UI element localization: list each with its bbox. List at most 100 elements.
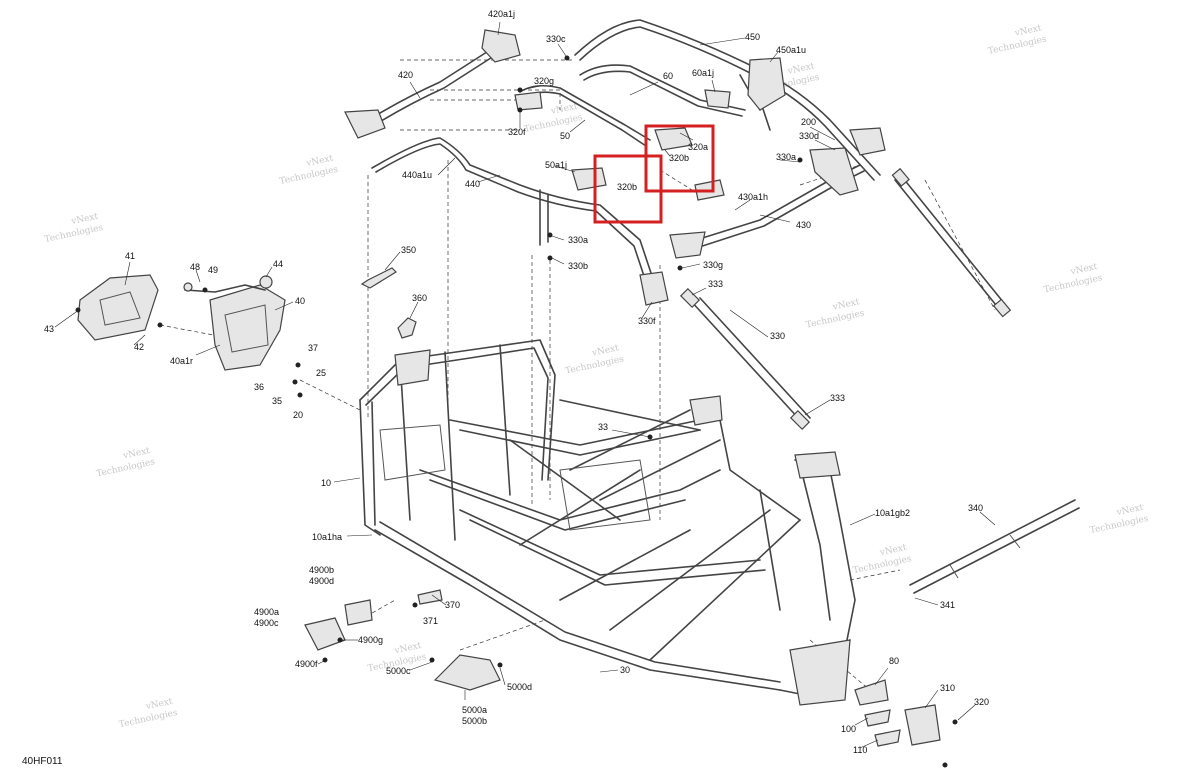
bracket-310 (904, 704, 941, 746)
label-371: 371 (423, 616, 438, 626)
bolt-330c (564, 55, 570, 61)
bolt-320f (517, 107, 523, 113)
label-49: 49 (208, 265, 218, 275)
label-330a-2: 330a (568, 235, 588, 245)
highlight-box-320b (593, 154, 663, 224)
assembly-guide-lines (159, 59, 996, 691)
bracket-370 (417, 589, 443, 605)
label-320b-2: 320b (617, 182, 637, 192)
left-bracket-assembly (77, 274, 286, 371)
bracket-4900b (344, 599, 373, 626)
label-310: 310 (940, 683, 955, 693)
label-350: 350 (401, 245, 416, 255)
bushing-44 (259, 275, 273, 289)
label-25: 25 (316, 368, 326, 378)
label-10a1ha: 10a1ha (312, 532, 342, 542)
highlight-box-320a (644, 124, 715, 193)
label-330a-1: 330a (776, 152, 796, 162)
label-330: 330 (770, 331, 785, 341)
bracket-50a1j (514, 91, 543, 111)
bracket-420 (344, 109, 386, 139)
label-110: 110 (853, 745, 867, 755)
strap-350 (360, 267, 397, 289)
label-440: 440 (465, 179, 480, 189)
bracket-100 (864, 709, 891, 727)
label-330g: 330g (703, 260, 723, 270)
diagram-code: 40HF011 (22, 756, 63, 767)
label-50: 50 (560, 131, 570, 141)
roll-cage-assembly (344, 19, 886, 306)
bracket-330a (809, 147, 859, 196)
bracket-430 (669, 231, 706, 259)
part-labels: 420a1j 330c 450 450a1u 420 320g 60 60a1j… (44, 9, 989, 755)
label-37: 37 (308, 343, 318, 353)
label-333-1: 333 (708, 279, 723, 289)
skid-5000a (433, 654, 501, 691)
label-333-2: 333 (830, 393, 845, 403)
label-5000b: 5000b (462, 716, 487, 726)
label-50a1j: 50a1j (545, 160, 567, 170)
lower-parts (304, 267, 941, 747)
label-4900d: 4900d (309, 576, 334, 586)
label-320f: 320f (508, 127, 526, 137)
label-340: 340 (968, 503, 983, 513)
bolt-371 (412, 602, 418, 608)
bolt-5000d (497, 662, 503, 668)
label-40: 40 (295, 296, 305, 306)
label-440a1u: 440a1u (402, 170, 432, 180)
bolt-37 (295, 362, 301, 368)
label-430: 430 (796, 220, 811, 230)
label-420a1j: 420a1j (488, 9, 515, 19)
label-35: 35 (272, 396, 282, 406)
main-chassis-frame (359, 339, 856, 706)
label-320: 320 (974, 697, 989, 707)
label-5000d: 5000d (507, 682, 532, 692)
label-100: 100 (841, 724, 856, 734)
bolt-330a-2 (547, 232, 553, 238)
bracket-420a1j (481, 29, 521, 63)
label-360: 360 (412, 293, 427, 303)
label-420: 420 (398, 70, 413, 80)
label-320g: 320g (534, 76, 554, 86)
label-320a: 320a (688, 142, 708, 152)
rear-tower-top (794, 451, 841, 479)
bushing-48 (183, 282, 193, 292)
label-36: 36 (254, 382, 264, 392)
label-60a1j: 60a1j (692, 68, 714, 78)
label-330f: 330f (638, 316, 656, 326)
label-430a1h: 430a1h (738, 192, 768, 202)
label-450: 450 (745, 32, 760, 42)
label-4900b: 4900b (309, 565, 334, 575)
label-4900a: 4900a (254, 607, 279, 617)
bracket-110 (874, 729, 901, 747)
label-20: 20 (293, 410, 303, 420)
label-80: 80 (889, 656, 899, 666)
bracket-320b-left (571, 167, 607, 191)
label-33: 33 (598, 422, 608, 432)
label-330b: 330b (568, 261, 588, 271)
label-43: 43 (44, 324, 54, 334)
bolt-320-2 (942, 762, 948, 768)
label-44: 44 (273, 259, 283, 269)
leader-lines (54, 21, 996, 749)
cover-41 (77, 274, 159, 341)
label-60: 60 (663, 71, 673, 81)
bracket-320a (654, 127, 693, 151)
label-330c: 330c (546, 34, 566, 44)
label-10a1gb2: 10a1gb2 (875, 508, 910, 518)
bolt-320g (517, 87, 523, 93)
label-42: 42 (134, 342, 144, 352)
label-450a1u: 450a1u (776, 45, 806, 55)
clip-360 (397, 317, 417, 339)
fasteners (75, 55, 958, 768)
bolt-4900f (322, 657, 328, 663)
label-4900c: 4900c (254, 618, 279, 628)
bolt-330a (797, 157, 803, 163)
bolt-320 (952, 719, 958, 725)
bolt-4900g (337, 637, 343, 643)
label-5000c: 5000c (386, 666, 411, 676)
shock-tower (689, 395, 723, 426)
label-341: 341 (940, 600, 955, 610)
